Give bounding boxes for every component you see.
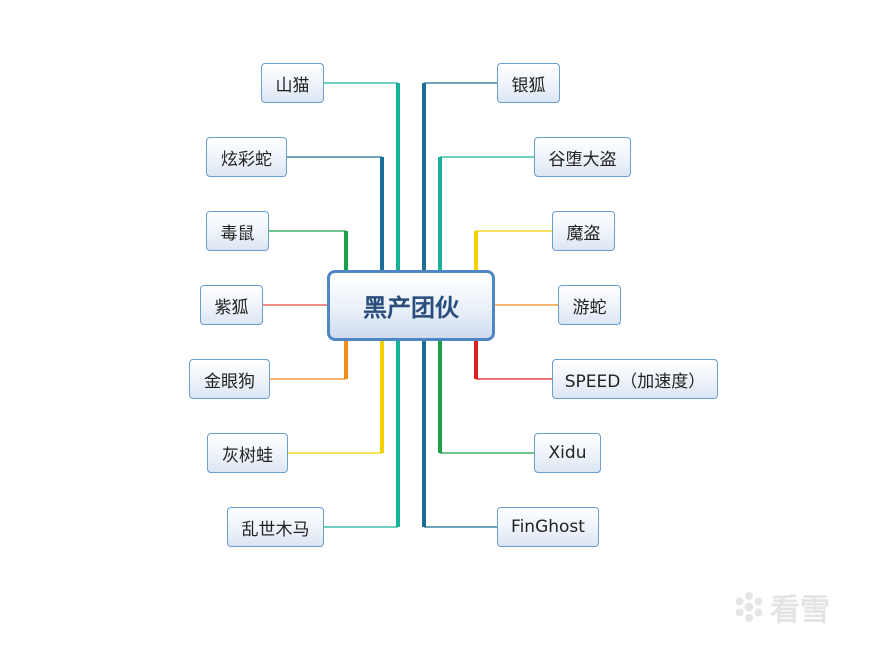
node-huishuwa[interactable]: 灰树蛙 [207,433,288,473]
watermark: 看雪 [732,585,830,629]
watermark-text: 看雪 [770,593,830,628]
node-jinyangou[interactable]: 金眼狗 [189,359,270,399]
node-yinhu[interactable]: 银狐 [497,63,560,103]
node-xuancaishe[interactable]: 炫彩蛇 [206,137,287,177]
node-modao[interactable]: 魔盗 [552,211,615,251]
node-zihu[interactable]: 紫狐 [200,285,263,325]
center-topic-node[interactable]: 黑产团伙 [327,270,495,341]
node-finghost[interactable]: FinGhost [497,507,599,547]
node-dushu[interactable]: 毒鼠 [206,211,269,251]
node-youshe[interactable]: 游蛇 [558,285,621,325]
snowflake-icon [735,592,763,622]
node-luanshimuma[interactable]: 乱世木马 [227,507,324,547]
node-speed[interactable]: SPEED（加速度） [552,359,718,399]
node-shanmao[interactable]: 山猫 [261,63,324,103]
node-xidu[interactable]: Xidu [534,433,601,473]
node-guduodadao[interactable]: 谷堕大盗 [534,137,631,177]
